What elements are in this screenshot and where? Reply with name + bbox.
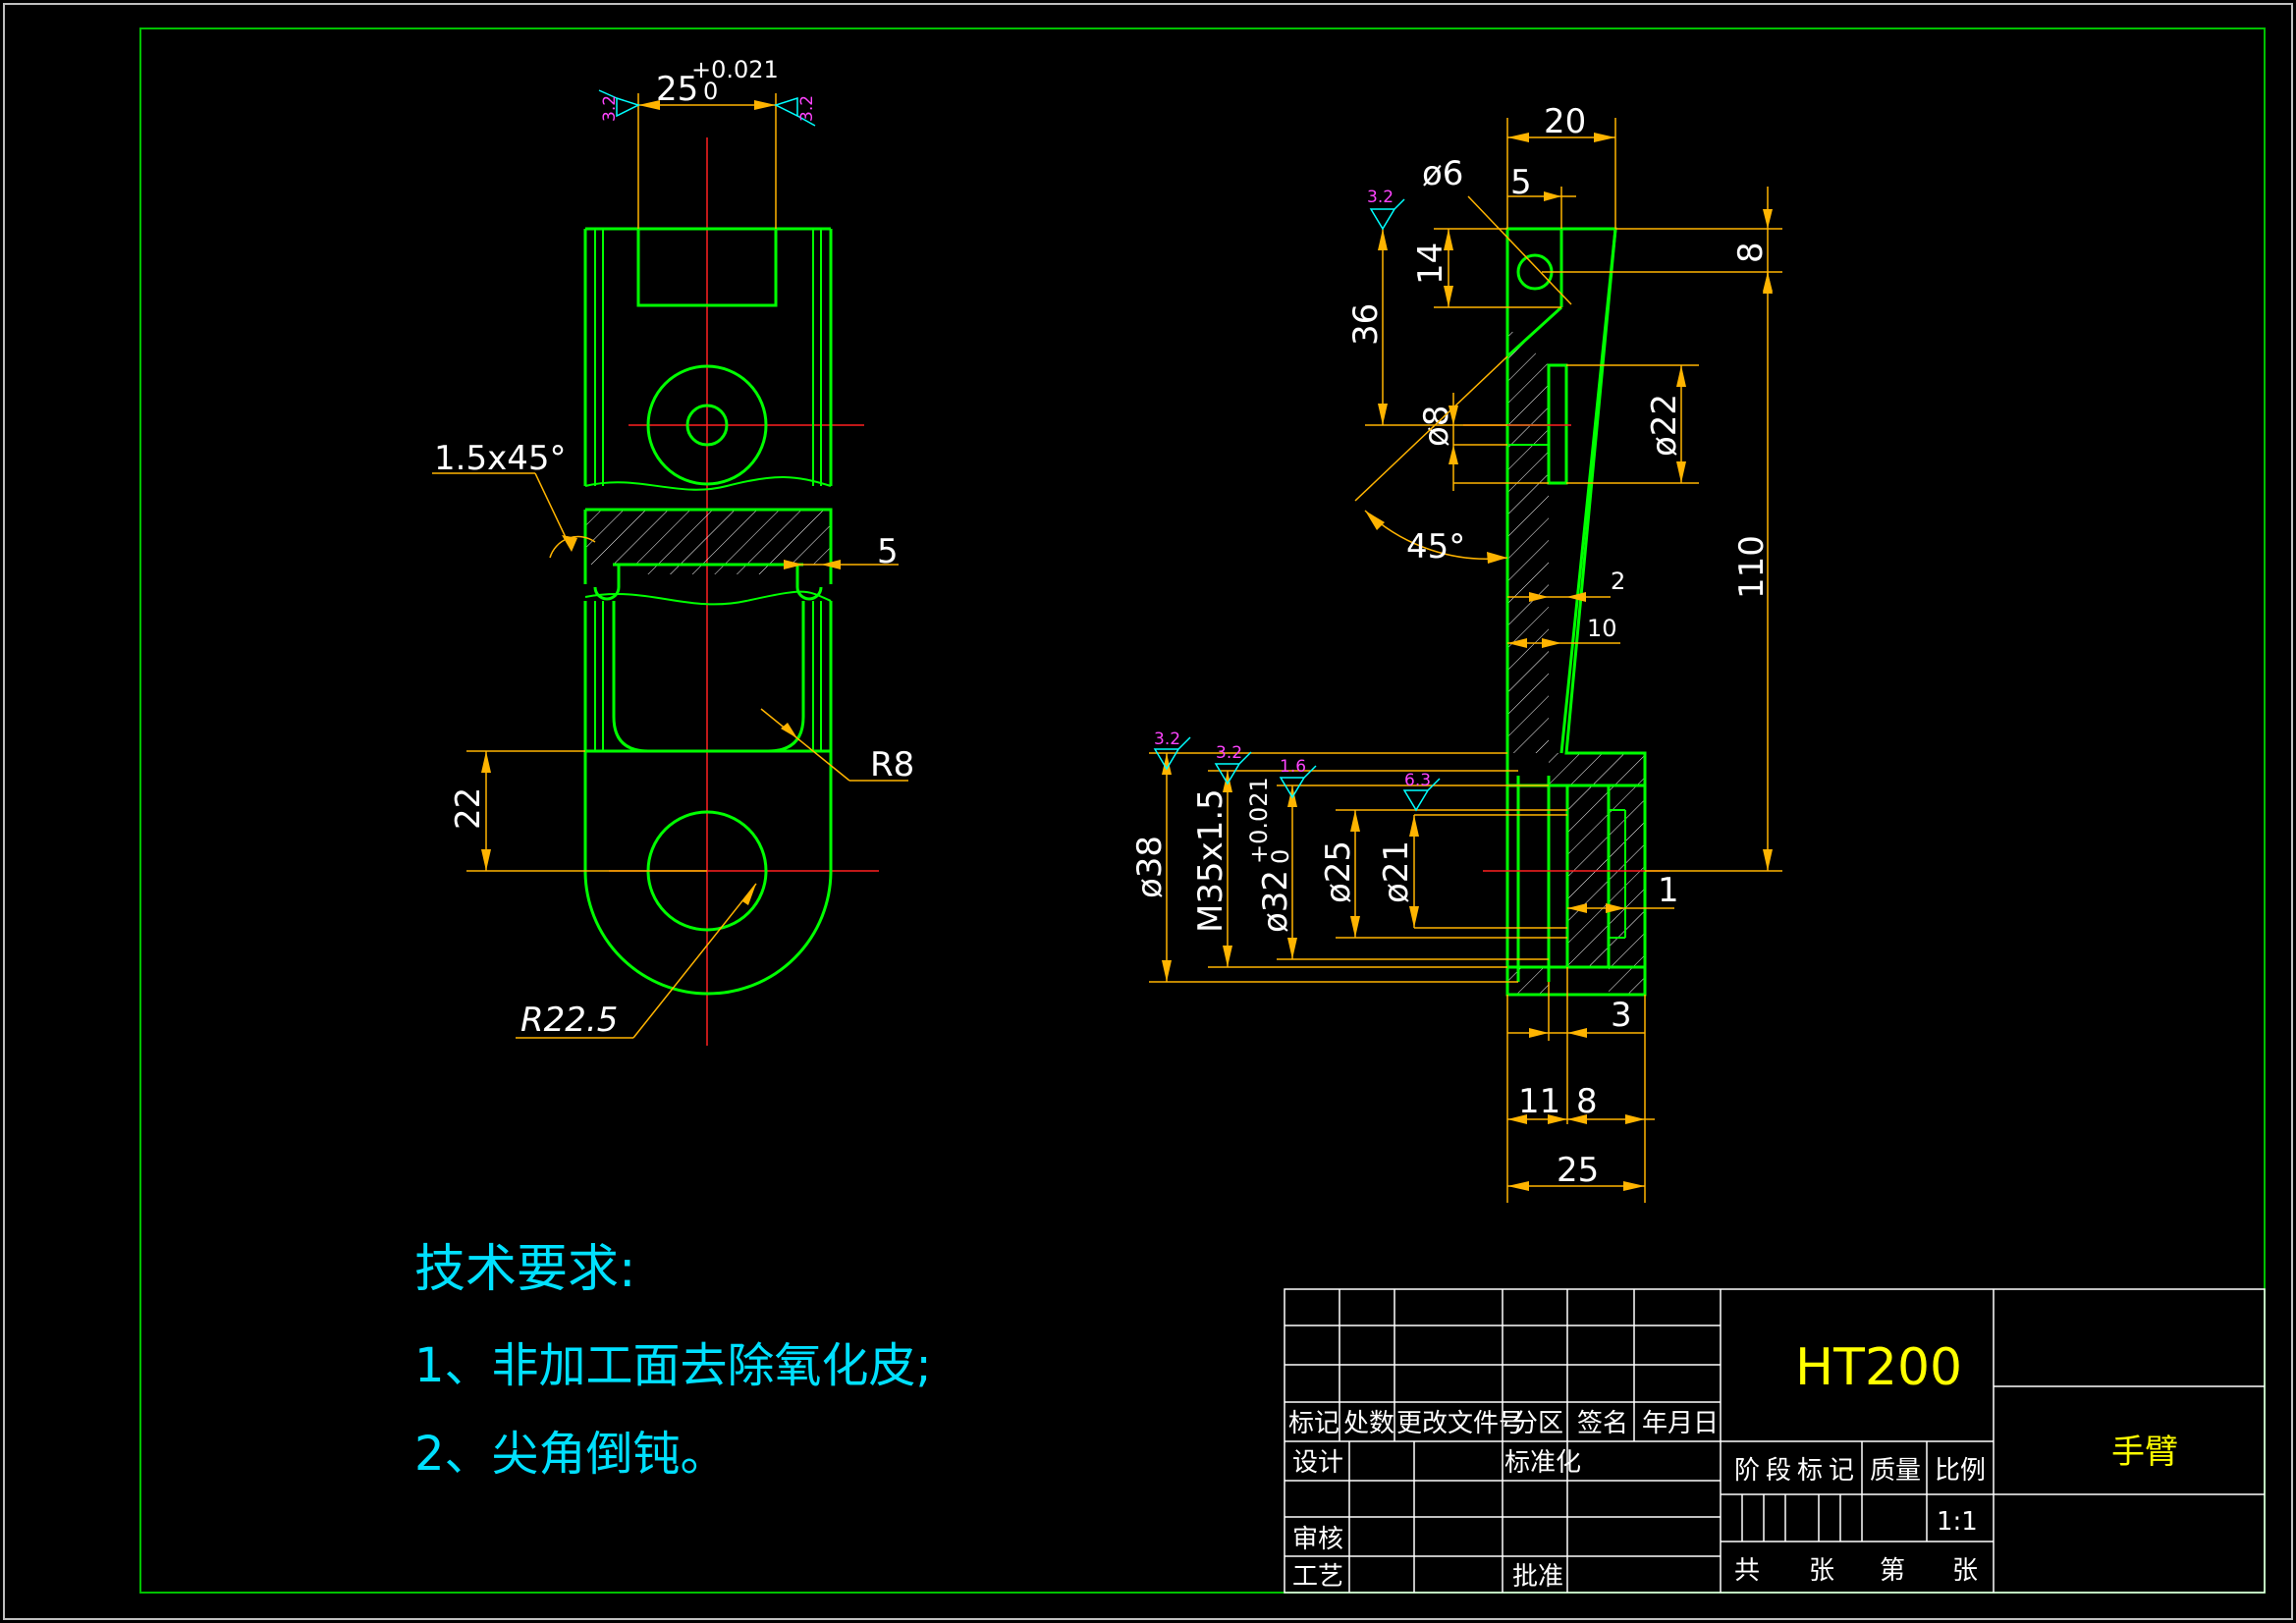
side-height-110-label: 110 <box>1732 535 1772 599</box>
side-top-gap-label: 8 <box>1731 242 1771 263</box>
front-view: 25 +0.021 0 3.2 3.2 1.5x45° 5 R8 <box>432 56 914 1046</box>
tb-sheet: 张 <box>1952 1556 1978 1586</box>
side-wall-2-label: 2 <box>1611 568 1625 595</box>
side-step-3-label: 3 <box>1611 996 1632 1035</box>
side-hole-dia-label: ø6 <box>1422 154 1463 193</box>
tb-weight: 质量 <box>1870 1456 1921 1486</box>
front-width-dim: 25 <box>656 70 698 109</box>
side-wall-10-label: 10 <box>1587 615 1617 642</box>
technical-notes: 技术要求: 1、非加工面去除氧化皮; 2、尖角倒钝。 <box>414 1240 932 1482</box>
tb-part-name: 手臂 <box>2111 1433 2178 1472</box>
side-width-top: 20 <box>1544 102 1586 141</box>
tb-signature: 签名 <box>1577 1409 1628 1438</box>
front-height-label: 22 <box>449 787 488 830</box>
side-angle-label: 45° <box>1406 527 1465 567</box>
notes-title: 技术要求: <box>414 1240 636 1299</box>
tb-change-doc: 更改文件号 <box>1396 1409 1524 1438</box>
side-dimensions: 20 5 ø6 8 14 36 <box>1130 102 1782 1203</box>
side-dia-32-label: ø32 <box>1256 870 1295 933</box>
side-step-1-label: 1 <box>1658 871 1679 910</box>
side-len-11-label: 11 <box>1518 1082 1560 1121</box>
side-dia-21-label: ø21 <box>1377 840 1416 903</box>
side-dist-36-label: 36 <box>1346 303 1386 346</box>
side-thread-label: M35x1.5 <box>1191 788 1230 933</box>
tb-design: 设计 <box>1292 1448 1343 1478</box>
sheet-border <box>3 3 2293 1620</box>
notes-item-1: 1、非加工面去除氧化皮; <box>414 1338 932 1393</box>
tb-scale-label: 比例 <box>1935 1456 1986 1486</box>
tb-sheets: 张 <box>1809 1556 1834 1586</box>
front-upper-body <box>583 227 833 491</box>
tb-review: 审核 <box>1292 1525 1343 1554</box>
front-dimensions: 25 +0.021 0 3.2 3.2 1.5x45° 5 R8 <box>432 56 914 1040</box>
side-dia-32-tol-lower: 0 <box>1267 849 1294 864</box>
side-dia-38-label: ø38 <box>1130 836 1170 898</box>
tb-zone: 分区 <box>1512 1409 1563 1438</box>
side-dia-22-label: ø22 <box>1645 394 1684 457</box>
side-roughness-c: 1.6 <box>1280 757 1306 777</box>
tb-count: 处数 <box>1343 1409 1394 1438</box>
side-view: 20 5 ø6 8 14 36 <box>1130 102 1782 1203</box>
tb-date: 年月日 <box>1642 1409 1719 1438</box>
tb-sheet-no: 第 <box>1880 1556 1905 1586</box>
tb-stage-mark: 阶段标记 <box>1734 1456 1860 1486</box>
side-roughness-top: 3.2 <box>1367 188 1394 207</box>
side-len-25-label: 25 <box>1557 1151 1599 1190</box>
side-roughness-d: 6.3 <box>1404 771 1431 790</box>
tb-mark: 标记 <box>1288 1409 1339 1438</box>
tb-process: 工艺 <box>1292 1562 1343 1592</box>
front-section <box>583 508 833 606</box>
tb-standardize: 标准化 <box>1504 1448 1581 1478</box>
front-lower-body <box>583 601 833 996</box>
notes-item-2: 2、尖角倒钝。 <box>414 1427 728 1482</box>
front-width-tol-upper: +0.021 <box>691 56 779 83</box>
title-block: 标记 处数 更改文件号 分区 签名 年月日 设计 标准化 审核 工艺 批准 HT… <box>1284 1288 2266 1594</box>
front-fillet-label: R8 <box>870 745 914 784</box>
side-len-8-label: 8 <box>1576 1082 1598 1121</box>
side-hole-dist-label: 14 <box>1411 243 1450 285</box>
tb-approve: 批准 <box>1512 1562 1563 1592</box>
side-dia-32-tol-upper: +0.021 <box>1245 777 1273 864</box>
front-roughness-right: 3.2 <box>797 95 817 122</box>
side-roughness-a: 3.2 <box>1154 730 1180 749</box>
tb-total: 共 <box>1734 1556 1760 1586</box>
side-roughness-b: 3.2 <box>1216 743 1242 763</box>
front-chamfer-label: 1.5x45° <box>434 439 566 478</box>
side-offset-label: 5 <box>1510 163 1532 202</box>
front-groove-label: 5 <box>877 532 899 571</box>
front-radius-label: R22.5 <box>520 1001 618 1040</box>
drawing-frame <box>139 27 2266 1594</box>
front-width-tol-lower: 0 <box>703 78 718 105</box>
tb-scale-value: 1:1 <box>1937 1507 1978 1537</box>
tb-material: HT200 <box>1795 1338 1962 1397</box>
side-dia-25-label: ø25 <box>1319 840 1358 903</box>
front-roughness-left: 3.2 <box>600 95 620 122</box>
